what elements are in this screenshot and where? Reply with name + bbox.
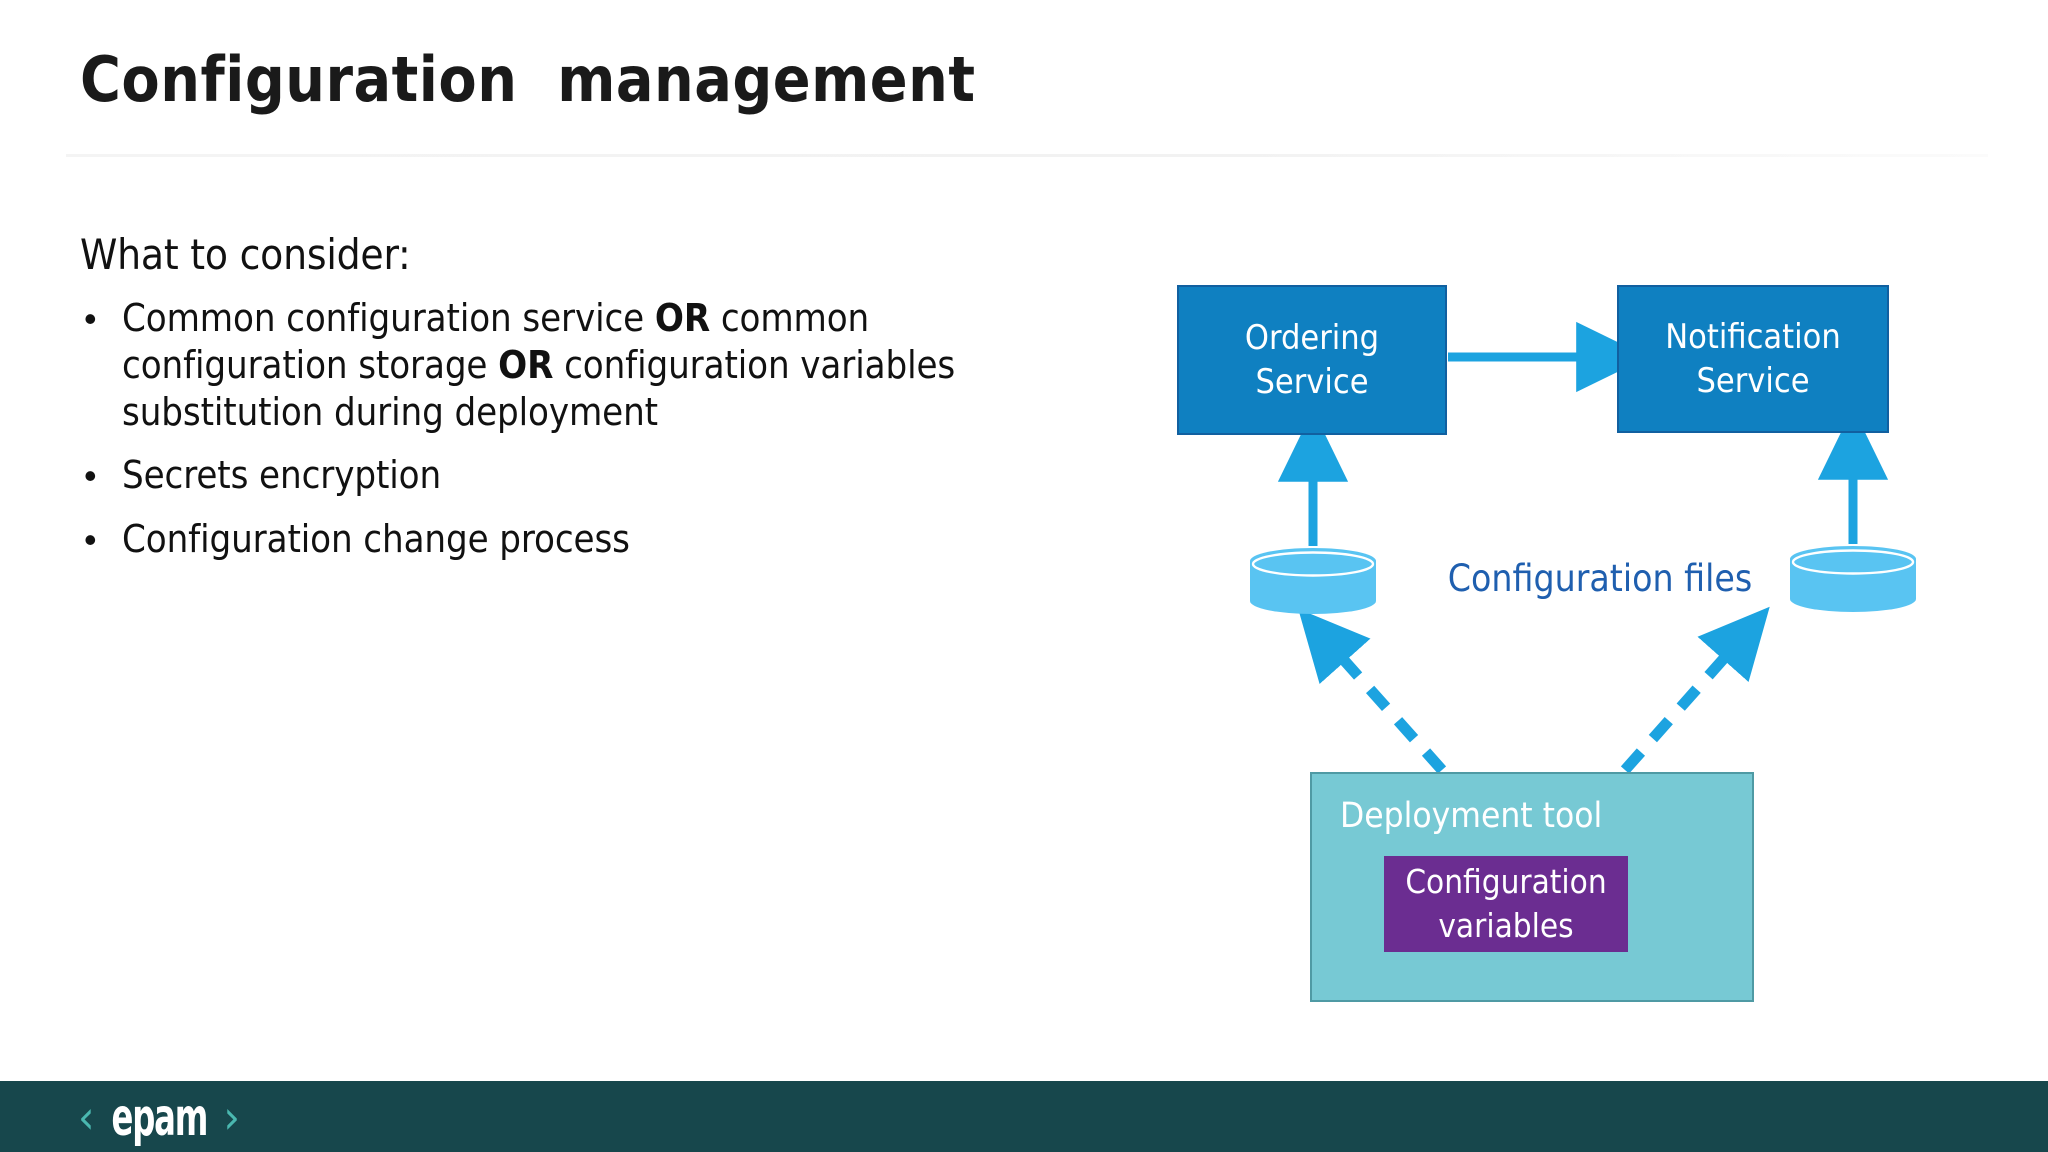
- epam-logo: ‹ epam ›: [78, 1086, 240, 1148]
- node-configuration-variables[interactable]: Configuration variables: [1384, 856, 1628, 952]
- database-cylinder-icon: [1790, 546, 1916, 612]
- bullet-part-emphasis: OR: [498, 343, 554, 387]
- footer-bar: ‹ epam ›: [0, 1081, 2048, 1152]
- edge-deployment-to-configfiles-left: [1298, 608, 1447, 774]
- node-label: Notification Service: [1665, 317, 1841, 401]
- bullet-part: Common configuration service: [122, 296, 655, 340]
- title-divider: [66, 154, 1988, 157]
- config-files-caption: Configuration files: [1447, 557, 1753, 600]
- list-item: • Configuration change process: [80, 516, 1020, 564]
- node-notification-service[interactable]: Notification Service: [1617, 285, 1889, 433]
- list-item: • Common configuration service OR common…: [80, 295, 1020, 436]
- bullet-text: Secrets encryption: [122, 453, 442, 497]
- architecture-diagram: Ordering Service Notification Service Co…: [1150, 250, 1950, 1050]
- logo-right-chevron-icon: ›: [223, 1090, 240, 1144]
- list-item: • Secrets encryption: [80, 452, 1020, 500]
- logo-left-chevron-icon: ‹: [78, 1090, 95, 1144]
- node-deployment-tool[interactable]: Deployment tool Configuration variables: [1310, 772, 1754, 1002]
- bullet-part-emphasis: OR: [654, 296, 711, 340]
- edge-deployment-to-configfiles-right: [1620, 606, 1770, 774]
- content-left-column: What to consider: • Common configuration…: [80, 230, 1020, 580]
- node-label: Ordering Service: [1244, 318, 1380, 402]
- bullet-marker-icon: •: [84, 455, 97, 496]
- bullet-part: configuration variables substitution dur…: [122, 343, 956, 434]
- node-label: Configuration variables: [1405, 862, 1607, 945]
- database-cylinder-icon: [1250, 548, 1376, 614]
- bullet-marker-icon: •: [84, 519, 97, 560]
- page-title: Configuration management: [80, 43, 976, 116]
- bullet-part: common configuration storage: [122, 296, 870, 387]
- node-ordering-service[interactable]: Ordering Service: [1177, 285, 1447, 435]
- node-label: Deployment tool: [1340, 796, 1603, 836]
- bullet-text: Common configuration service OR common c…: [122, 295, 1020, 436]
- logo-wordmark: epam: [111, 1086, 208, 1148]
- consider-heading: What to consider:: [80, 230, 411, 279]
- bullet-marker-icon: •: [84, 298, 97, 339]
- bullet-text: Configuration change process: [122, 517, 630, 561]
